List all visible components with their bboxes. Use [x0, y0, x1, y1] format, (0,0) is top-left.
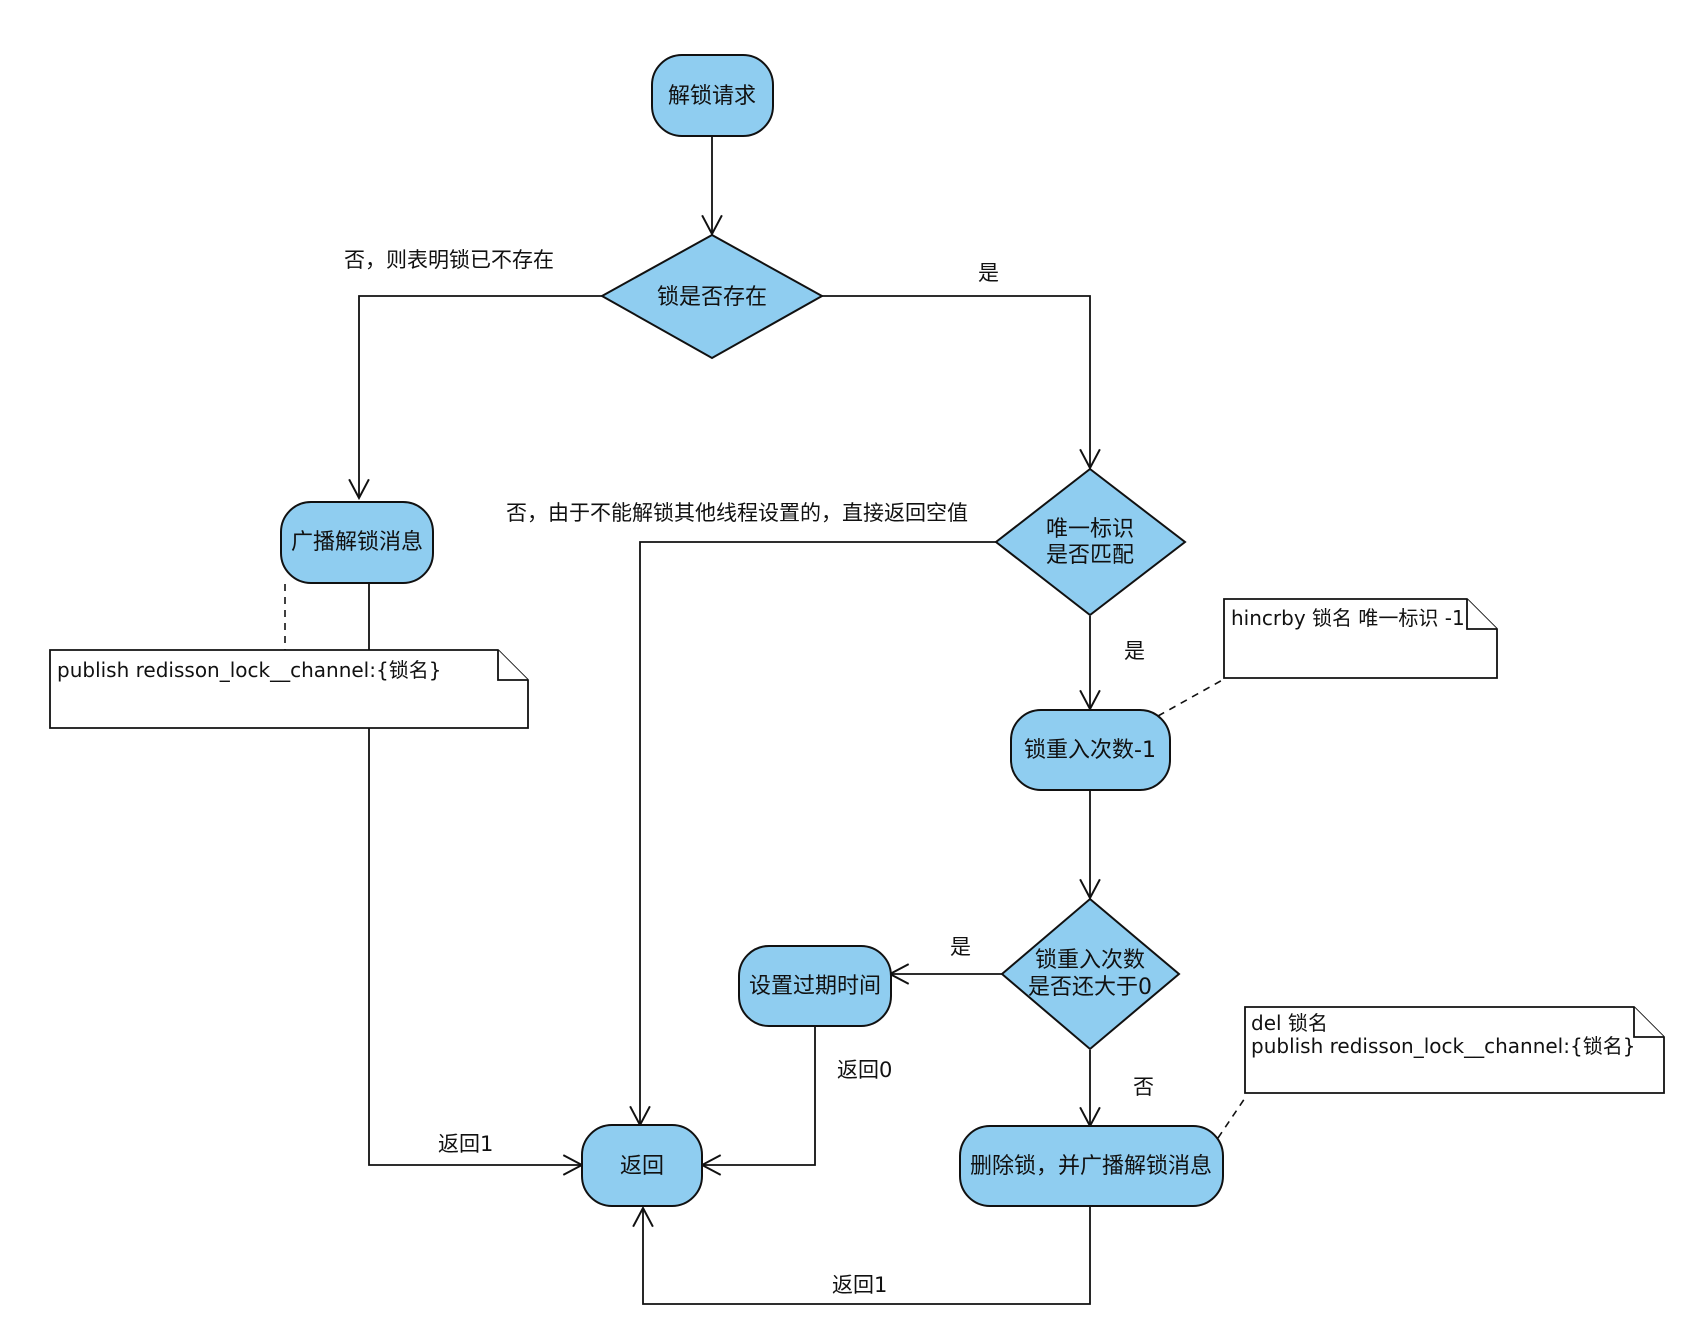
label-yes-gt0: 是 — [950, 935, 971, 959]
node-lock-exists-label: 锁是否存在 — [657, 285, 767, 310]
node-broadcast: 广播解锁消息 — [280, 501, 434, 584]
edges — [348, 136, 1101, 1305]
label-no-gt0: 否 — [1133, 1075, 1154, 1099]
note-hincrby: hincrby 锁名 唯一标识 -1 — [1223, 598, 1498, 679]
edge-set-expire-return0 — [699, 1027, 816, 1176]
note-publish: publish redisson_lock__channel:{锁名} — [49, 649, 529, 729]
note-hincrby-text: hincrby 锁名 唯一标识 -1 — [1231, 606, 1465, 630]
edge-lock-exists-yes — [822, 295, 1101, 471]
node-set-expire-label: 设置过期时间 — [749, 974, 881, 999]
label-yes-match: 是 — [1124, 639, 1145, 663]
node-broadcast-label: 广播解锁消息 — [291, 530, 423, 555]
label-yes-lock: 是 — [978, 261, 999, 285]
node-lock-exists: 锁是否存在 — [599, 233, 825, 360]
note-del: del 锁名 publish redisson_lock__channel:{锁… — [1244, 1006, 1665, 1094]
label-return1-bottom: 返回1 — [832, 1273, 887, 1297]
edge-broadcast-return1 — [368, 584, 585, 1176]
note-del-line2: publish redisson_lock__channel:{锁名} — [1251, 1034, 1635, 1058]
node-count-gt0: 锁重入次数 是否还大于0 — [1000, 897, 1181, 1051]
node-start-label: 解锁请求 — [668, 84, 756, 109]
label-return1-left: 返回1 — [438, 1132, 493, 1156]
label-return0: 返回0 — [837, 1058, 892, 1082]
node-decrement-label: 锁重入次数-1 — [1024, 738, 1156, 763]
node-start: 解锁请求 — [651, 54, 774, 137]
node-id-match: 唯一标识 是否匹配 — [994, 467, 1187, 617]
edge-lock-exists-no — [348, 295, 602, 501]
node-id-match-line2: 是否匹配 — [1046, 543, 1134, 568]
node-return-label: 返回 — [620, 1154, 664, 1179]
edge-delete-return1 — [632, 1205, 1091, 1305]
edge-id-match-no — [629, 541, 996, 1128]
node-id-match-line1: 唯一标识 — [1046, 517, 1134, 542]
node-count-gt0-line1: 锁重入次数 — [1035, 948, 1145, 973]
note-del-line1: del 锁名 — [1251, 1011, 1328, 1035]
node-delete-broadcast: 删除锁，并广播解锁消息 — [959, 1125, 1224, 1207]
node-count-gt0-line2: 是否还大于0 — [1028, 975, 1152, 1000]
node-return: 返回 — [581, 1124, 703, 1207]
node-delete-broadcast-label: 删除锁，并广播解锁消息 — [970, 1154, 1212, 1179]
label-no-lock: 否，则表明锁已不存在 — [344, 248, 554, 272]
note-connector-del — [1217, 1097, 1246, 1139]
node-set-expire: 设置过期时间 — [738, 945, 892, 1027]
node-decrement: 锁重入次数-1 — [1010, 709, 1171, 791]
label-no-match: 否，由于不能解锁其他线程设置的，直接返回空值 — [506, 501, 968, 525]
note-connector-hincrby — [1157, 677, 1227, 717]
note-publish-text: publish redisson_lock__channel:{锁名} — [57, 658, 441, 682]
